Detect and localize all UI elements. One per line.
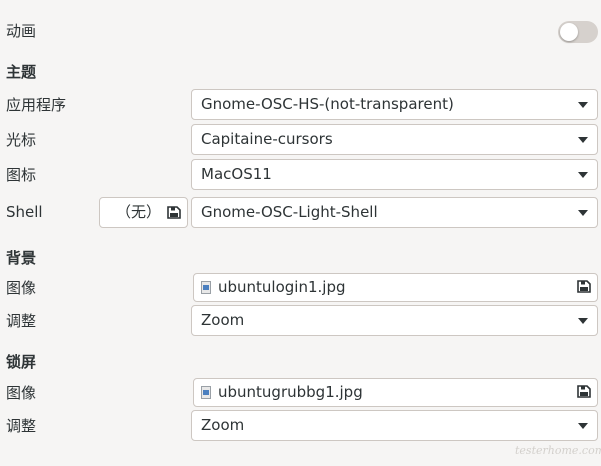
save-icon [167,206,181,219]
applications-theme-value: Gnome-OSC-HS-(not-transparent) [201,95,454,113]
background-section-header: 背景 [6,249,37,267]
background-adjustment-value: Zoom [201,311,245,329]
lockscreen-adjustment-dropdown[interactable]: Zoom [191,410,598,441]
animation-toggle[interactable] [558,21,598,43]
applications-theme-dropdown[interactable]: Gnome-OSC-HS-(not-transparent) [191,89,598,120]
icon-theme-dropdown[interactable]: MacOS11 [191,159,598,190]
applications-label: 应用程序 [6,96,67,114]
lockscreen-image-label: 图像 [6,384,37,402]
cursor-theme-dropdown[interactable]: Capitaine-cursors [191,124,598,155]
chevron-down-icon [578,210,588,216]
lockscreen-image-filename: ubuntugrubbg1.jpg [218,383,363,401]
theme-section-header: 主题 [6,63,37,81]
shell-label: Shell [6,203,43,221]
background-image-filename: ubuntulogin1.jpg [218,278,346,296]
chevron-down-icon [578,172,588,178]
lockscreen-section-header: 锁屏 [6,353,37,371]
chevron-down-icon [578,102,588,108]
shell-theme-value: Gnome-OSC-Light-Shell [201,203,378,221]
shell-none-label: （无） [116,203,162,221]
image-file-icon [201,281,211,294]
shell-theme-dropdown[interactable]: Gnome-OSC-Light-Shell [191,197,598,228]
background-adjustment-label: 调整 [6,312,37,330]
cursor-theme-value: Capitaine-cursors [201,130,333,148]
lockscreen-adjustment-label: 调整 [6,417,37,435]
chevron-down-icon [578,423,588,429]
lockscreen-image-file-button[interactable]: ubuntugrubbg1.jpg [193,378,598,407]
watermark: testerhome.com [515,444,601,457]
icons-label: 图标 [6,166,37,184]
chevron-down-icon [578,137,588,143]
shell-file-chooser-button[interactable]: （无） [99,197,188,228]
background-image-label: 图像 [6,279,37,297]
chevron-down-icon [578,318,588,324]
cursor-label: 光标 [6,131,37,149]
save-icon [577,280,591,293]
icon-theme-value: MacOS11 [201,165,272,183]
background-image-file-button[interactable]: ubuntulogin1.jpg [193,273,598,302]
toggle-knob [560,23,578,41]
image-file-icon [201,386,211,399]
background-adjustment-dropdown[interactable]: Zoom [191,305,598,336]
animation-label: 动画 [6,22,37,40]
lockscreen-adjustment-value: Zoom [201,416,245,434]
save-icon [577,385,591,398]
